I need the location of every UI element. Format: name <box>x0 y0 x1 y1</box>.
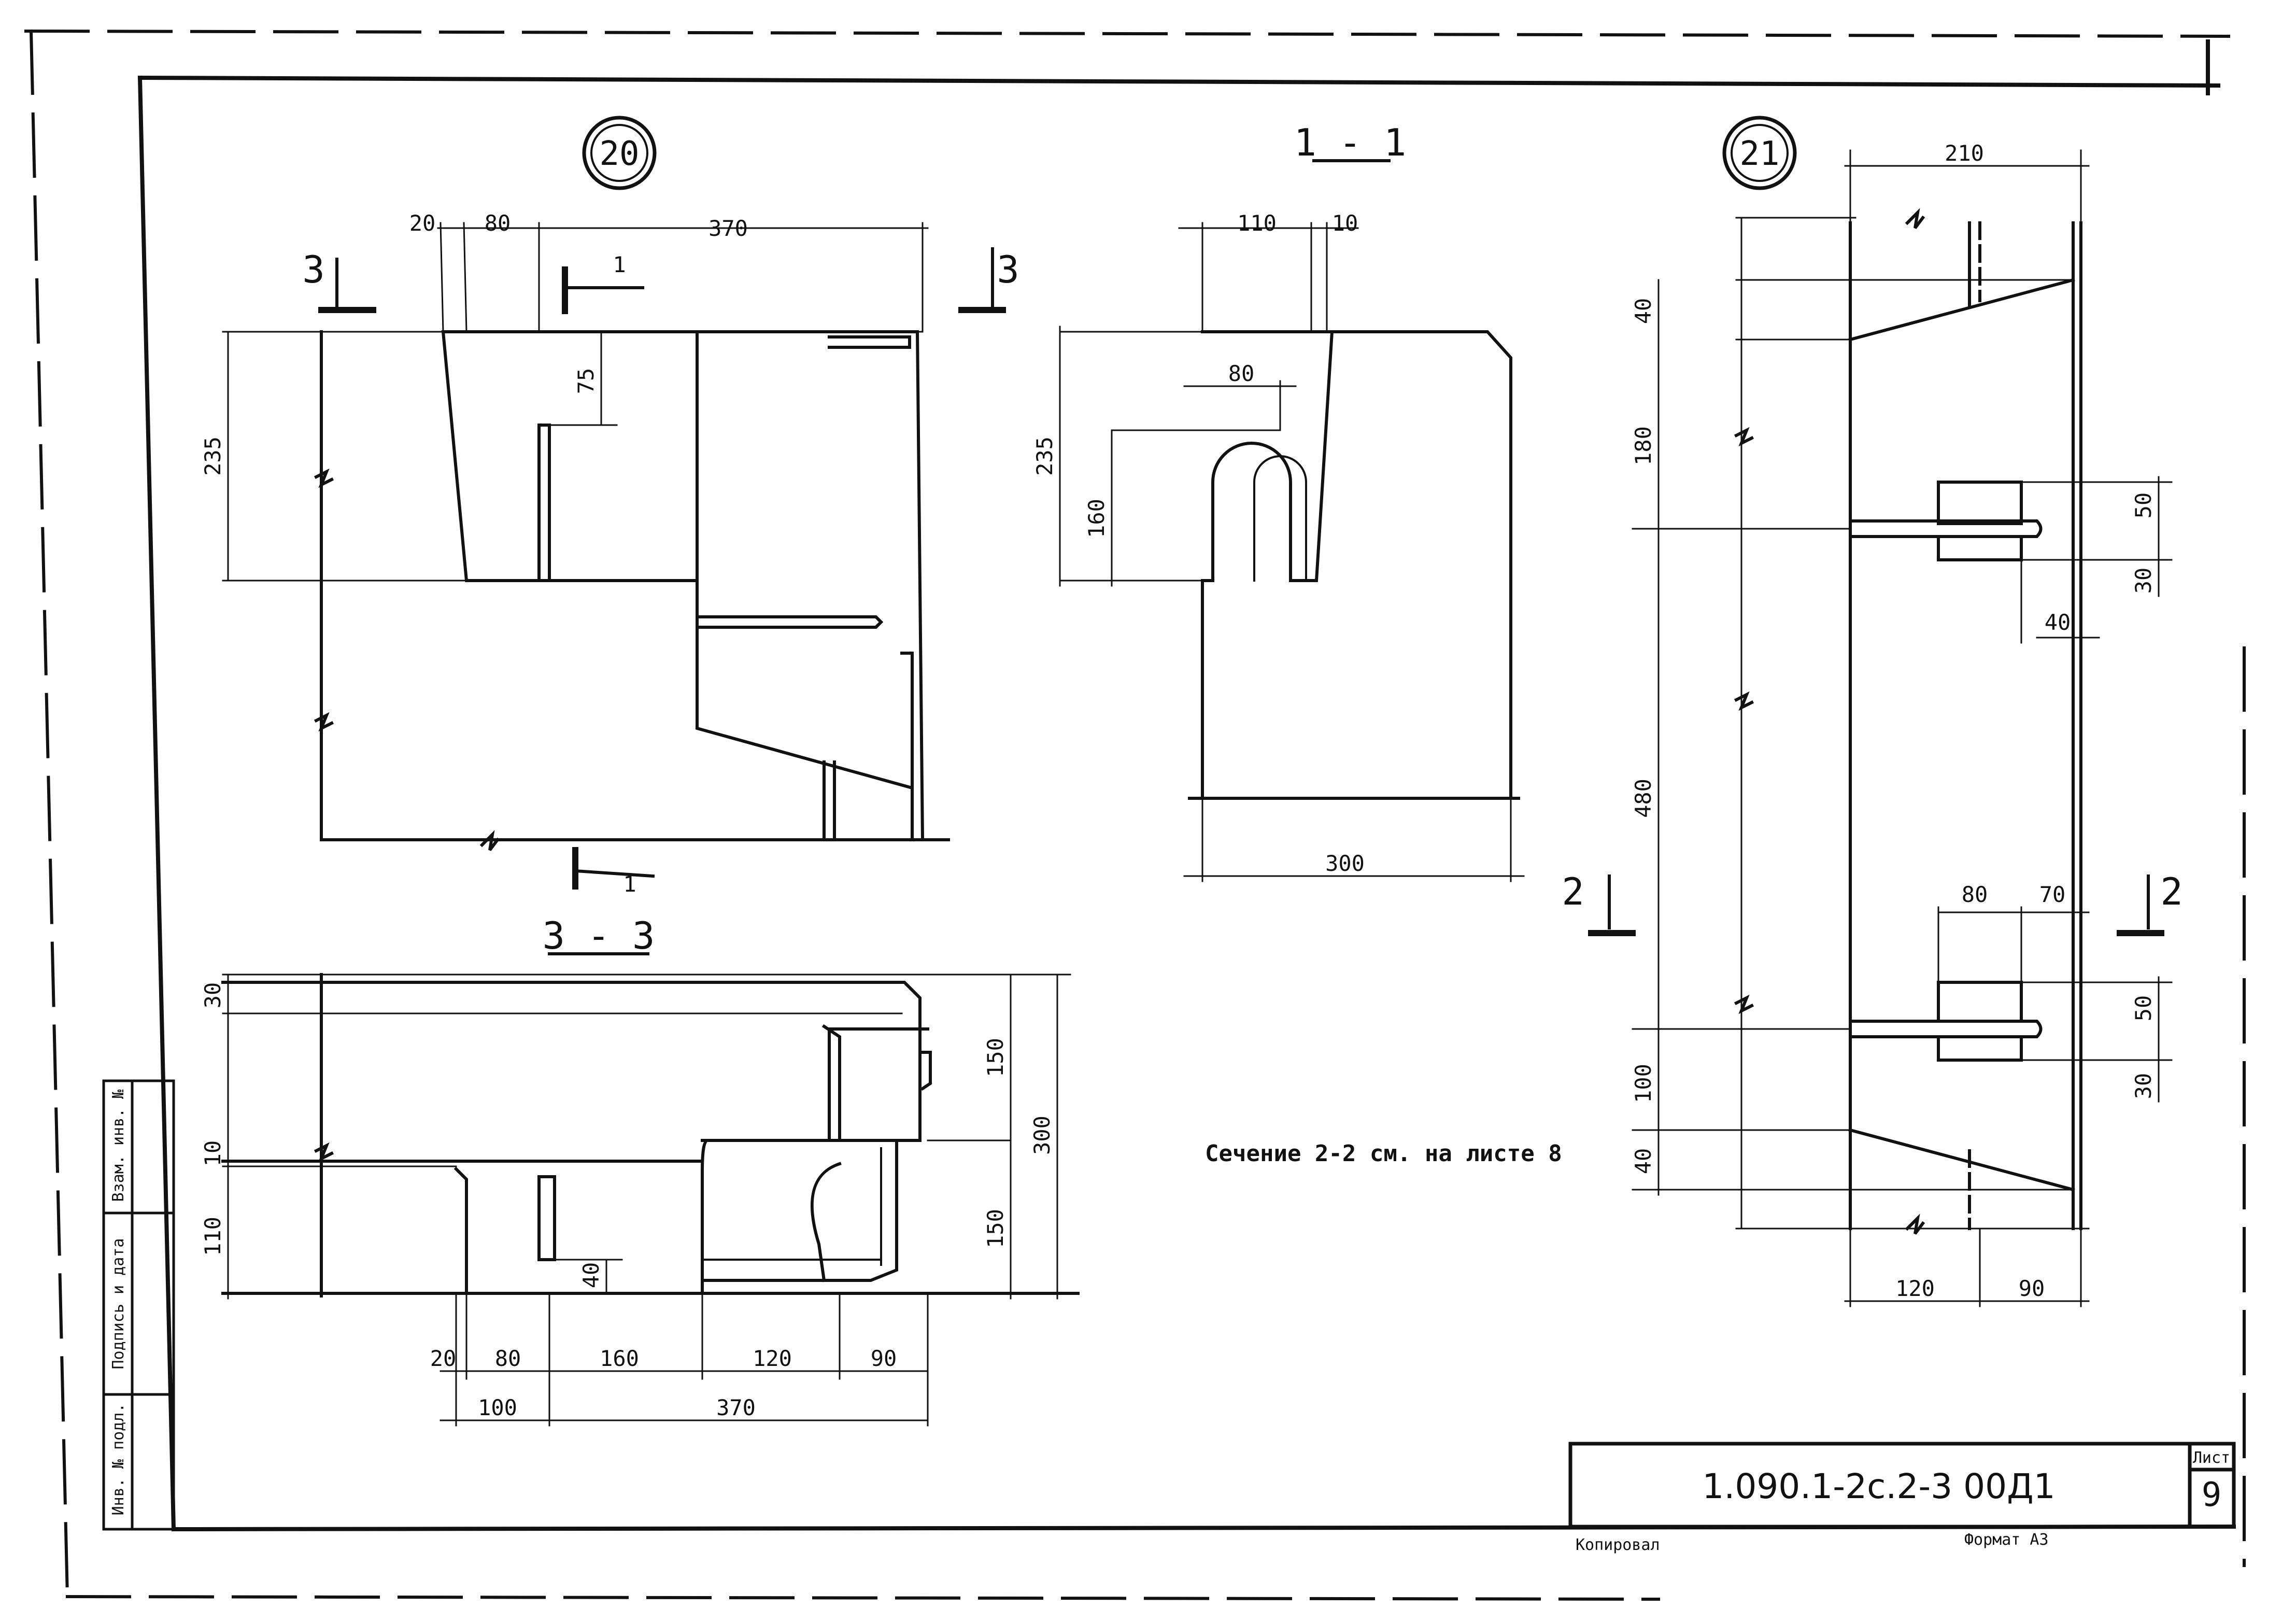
dim-300: 300 <box>1029 1116 1055 1155</box>
detail-20-drawing <box>222 222 1006 890</box>
stamp-signature-date: Подпись и дата <box>109 1238 127 1370</box>
dim-30: 30 <box>2131 1073 2156 1099</box>
section-1-1-title: 1 - 1 <box>1294 121 1407 164</box>
detail-21-number: 21 <box>1739 135 1779 173</box>
section-mark-3-right: 3 <box>997 248 1019 291</box>
dim-10: 10 <box>1332 210 1358 236</box>
detail-20-number: 20 <box>599 135 639 173</box>
dim-120: 120 <box>1895 1276 1935 1301</box>
dim-40: 40 <box>578 1262 604 1289</box>
dim-300: 300 <box>1325 851 1365 876</box>
section-3-3-drawing <box>221 952 1080 1427</box>
dim-110: 110 <box>200 1217 225 1256</box>
left-stamp <box>102 1079 175 1531</box>
dim-40: 40 <box>2045 610 2071 635</box>
dim-40: 40 <box>1631 298 1656 325</box>
dim-70: 70 <box>2039 882 2066 907</box>
dim-80: 80 <box>1228 361 1255 386</box>
dim-480: 480 <box>1631 779 1656 818</box>
dim-40: 40 <box>1631 1148 1656 1175</box>
detail-20-marker <box>582 116 657 190</box>
section-mark-2-right: 2 <box>2160 870 2182 913</box>
dim-180: 180 <box>1631 426 1656 466</box>
stamp-inv-no: Инв. № подл. <box>109 1403 127 1516</box>
document-code: 1.090.1-2с.2-3 00Д1 <box>1702 1466 2055 1506</box>
dim-90: 90 <box>2019 1276 2045 1301</box>
dim-235: 235 <box>200 436 225 476</box>
dim-150: 150 <box>983 1038 1008 1077</box>
section-1-1-drawing <box>1059 159 1525 882</box>
section-mark-1-top: 1 <box>613 252 626 277</box>
dim-20: 20 <box>430 1346 457 1371</box>
dim-110: 110 <box>1237 210 1277 236</box>
dim-50: 50 <box>2131 995 2156 1022</box>
dim-90: 90 <box>871 1346 897 1371</box>
outer-trim-lines <box>24 29 2246 1601</box>
dim-80: 80 <box>495 1346 521 1371</box>
dim-80: 80 <box>1962 882 1988 907</box>
section-mark-1-bottom: 1 <box>623 871 636 897</box>
section-mark-2-left: 2 <box>1562 870 1584 913</box>
dim-370: 370 <box>708 216 748 241</box>
section-mark-3-left: 3 <box>302 248 324 291</box>
dim-160: 160 <box>1084 499 1109 538</box>
dim-80: 80 <box>485 210 511 236</box>
drawing-frame <box>137 39 2236 1532</box>
dim-10: 10 <box>200 1140 225 1167</box>
sheet-label: Лист <box>2193 1449 2230 1467</box>
dim-75: 75 <box>573 368 599 394</box>
dim-150: 150 <box>983 1209 1008 1248</box>
dim-100: 100 <box>1631 1064 1656 1103</box>
copied-label: Копировал <box>1576 1536 1660 1554</box>
dim-120: 120 <box>753 1346 792 1371</box>
section-2-2-note: Сечение 2-2 см. на листе 8 <box>1205 1140 1562 1167</box>
dim-370: 370 <box>716 1395 756 1420</box>
dim-210: 210 <box>1945 140 1984 166</box>
dim-20: 20 <box>409 210 436 236</box>
dim-100: 100 <box>478 1395 517 1420</box>
dim-30: 30 <box>200 982 225 1009</box>
section-3-3-title: 3 - 3 <box>543 914 655 957</box>
format-label: Формат А3 <box>1964 1531 2049 1549</box>
dim-30: 30 <box>2131 568 2156 594</box>
detail-21-marker <box>1722 116 1797 190</box>
dim-235: 235 <box>1032 436 1057 476</box>
dim-50: 50 <box>2131 492 2156 519</box>
stamp-replacement-inv: Взам. инв. № <box>109 1090 127 1202</box>
dim-160: 160 <box>600 1346 639 1371</box>
title-block <box>1568 1442 2236 1529</box>
sheet-number: 9 <box>2202 1476 2222 1514</box>
detail-21-drawing <box>1588 149 2173 1307</box>
